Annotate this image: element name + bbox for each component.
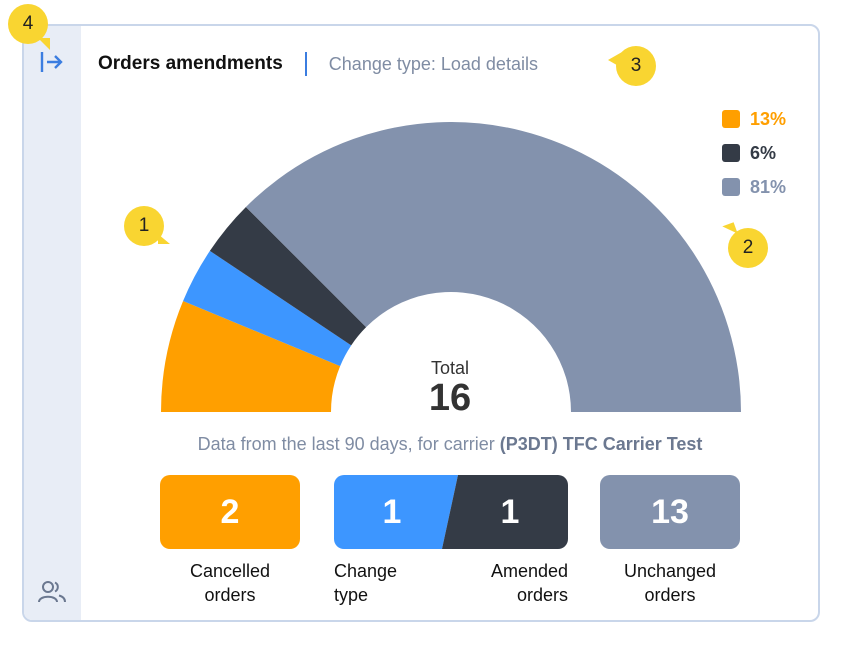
- unchanged-orders-value: 13: [651, 492, 689, 531]
- caption-line: Cancelled: [189, 561, 271, 581]
- caption-line: type: [334, 585, 369, 605]
- total-label: Total: [430, 358, 470, 378]
- callout-badge-2: 2: [728, 228, 768, 268]
- legend-label: 6%: [749, 142, 776, 163]
- caption-line: Amended: [490, 561, 568, 581]
- callout-badge-1: 1: [124, 206, 170, 246]
- legend-swatch: [721, 110, 740, 128]
- legend-label: 13%: [749, 108, 786, 129]
- carrier-name: (P3DT) TFC Carrier Test: [499, 434, 703, 454]
- tile-split-background: [334, 475, 568, 549]
- change-type-label[interactable]: Change type: Load details: [328, 53, 538, 74]
- change-amended-tile[interactable]: 1 1: [334, 475, 568, 549]
- data-range-note: Data from the last 90 days, for carrier …: [160, 434, 740, 455]
- legend-item-cancelled: 13%: [721, 102, 786, 136]
- donut-slice-change-type[interactable]: [183, 250, 352, 367]
- header-divider: [304, 52, 307, 76]
- caption-line: orders: [204, 585, 256, 605]
- donut-slice-cancelled-orders[interactable]: [161, 301, 341, 412]
- note-text: Data from the last 90 days, for carrier: [197, 434, 500, 454]
- cancelled-orders-tile[interactable]: 2: [160, 475, 300, 549]
- legend-item-amended: 6%: [721, 136, 786, 170]
- chart-legend: 13% 6% 81%: [721, 102, 786, 204]
- legend-item-unchanged: 81%: [721, 170, 786, 204]
- page-title: Orders amendments: [98, 53, 283, 74]
- amended-orders-caption: Amended orders: [464, 559, 568, 607]
- card-header: Orders amendments Change type: Load deta…: [98, 50, 538, 78]
- chart-total: Total 16: [350, 358, 550, 420]
- expand-panel-button[interactable]: [38, 48, 66, 76]
- users-icon: [38, 581, 66, 603]
- change-type-caption: Change type: [334, 559, 397, 607]
- legend-label: 81%: [749, 176, 786, 197]
- caption-line: Change: [334, 561, 398, 581]
- amended-orders-value: 1: [500, 492, 520, 531]
- cancelled-orders-caption: Cancelled orders: [160, 559, 300, 607]
- semi-donut-chart: [161, 122, 741, 413]
- users-button[interactable]: [38, 578, 66, 606]
- unchanged-orders-tile[interactable]: 13: [600, 475, 740, 549]
- caption-line: Unchanged: [623, 561, 717, 581]
- legend-swatch: [721, 178, 740, 196]
- donut-slice-unchanged-orders[interactable]: [245, 122, 741, 413]
- change-type-value: 1: [382, 492, 402, 531]
- donut-slice-amended-orders[interactable]: [209, 206, 367, 346]
- unchanged-orders-caption: Unchanged orders: [600, 559, 740, 607]
- cancelled-orders-value: 2: [220, 492, 240, 531]
- caption-line: orders: [644, 585, 696, 605]
- sidebar: [24, 26, 81, 620]
- callout-badge-3: 3: [608, 46, 656, 86]
- callout-badge-4: 4: [8, 4, 50, 50]
- arrow-right-bar-icon: [40, 52, 63, 72]
- caption-line: orders: [516, 585, 568, 605]
- legend-swatch: [721, 144, 740, 162]
- total-value: 16: [428, 377, 472, 419]
- orders-amendments-card: Orders amendments Change type: Load deta…: [22, 24, 820, 622]
